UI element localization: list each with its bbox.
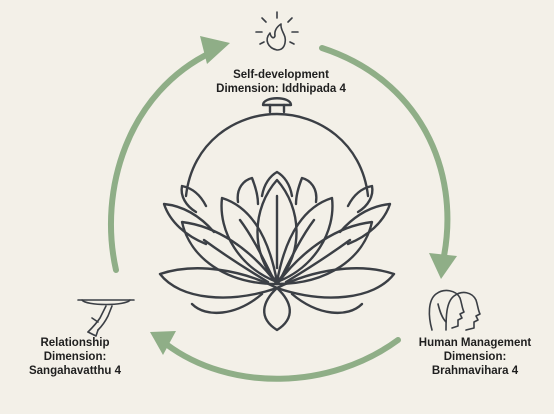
arrow-relationship-to-self-development xyxy=(107,49,215,273)
self-development-title: Self-development xyxy=(233,69,329,81)
human-management-label: Human Management Dimension: Brahmavihara… xyxy=(400,336,550,378)
self-development-label: Self-development Dimension: Iddhipada 4 xyxy=(196,68,366,96)
self-development-subtitle: Dimension: Iddhipada 4 xyxy=(216,83,346,95)
arrow-human-management-to-relationship xyxy=(163,337,401,382)
arrow-self-development-to-human-management xyxy=(319,45,451,259)
relationship-subtitle: Sangahavatthu 4 xyxy=(28,365,122,377)
relationship-dimension: Dimension: xyxy=(43,351,107,363)
arrowhead-right xyxy=(429,253,457,279)
relationship-label: Relationship Dimension: Sangahavatthu 4 xyxy=(10,336,140,378)
arrowhead-top xyxy=(200,36,230,64)
human-management-dimension: Dimension: xyxy=(443,351,507,363)
human-management-title: Human Management xyxy=(418,337,532,349)
relationship-title: Relationship xyxy=(40,337,110,349)
arrowhead-bottom-left xyxy=(150,331,176,355)
human-management-subtitle: Brahmavihara 4 xyxy=(431,365,519,377)
